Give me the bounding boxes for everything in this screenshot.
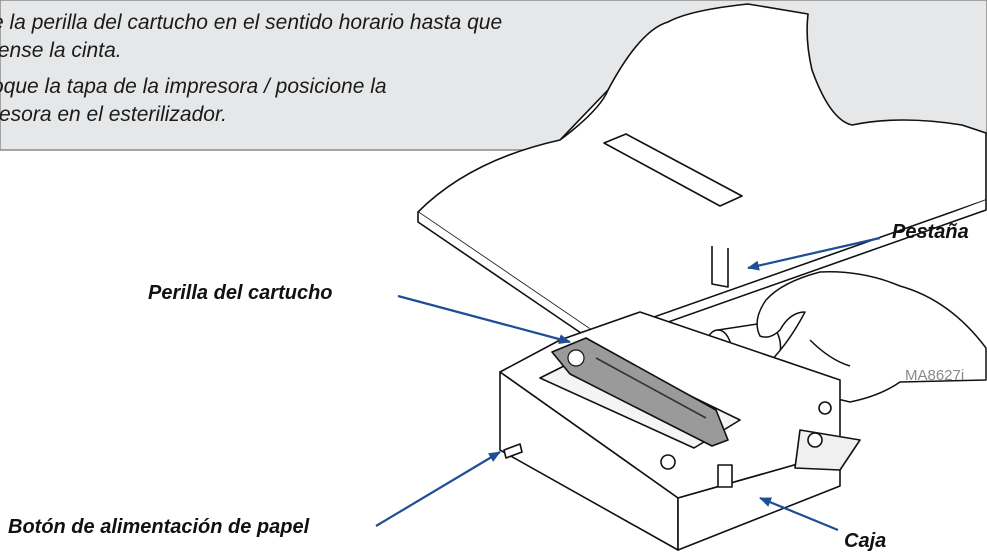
arrow-paper-feed [375,451,501,527]
label-tab: Pestaña [892,221,969,243]
instruction-line-3: oque la tapa de la impresora / posicione… [0,75,387,98]
label-paper-feed-button: Botón de alimentación de papel [8,516,310,538]
instruction-line-2: tense la cinta. [0,39,122,62]
figure-code: MA8627i [905,367,965,384]
instruction-line-4: resora en el esterilizador. [0,103,227,126]
printer-case [499,311,861,551]
instruction-line-1: e la perilla del cartucho en el sentido … [0,11,503,34]
arrow-cartridge-knob [397,294,571,344]
arrow-tab [747,236,881,271]
label-cartridge-knob: Perilla del cartucho [148,282,333,304]
cartridge-knob-icon [567,349,585,367]
arrow-case [759,496,839,532]
label-case: Caja [844,530,887,552]
printer-cover [417,3,987,347]
